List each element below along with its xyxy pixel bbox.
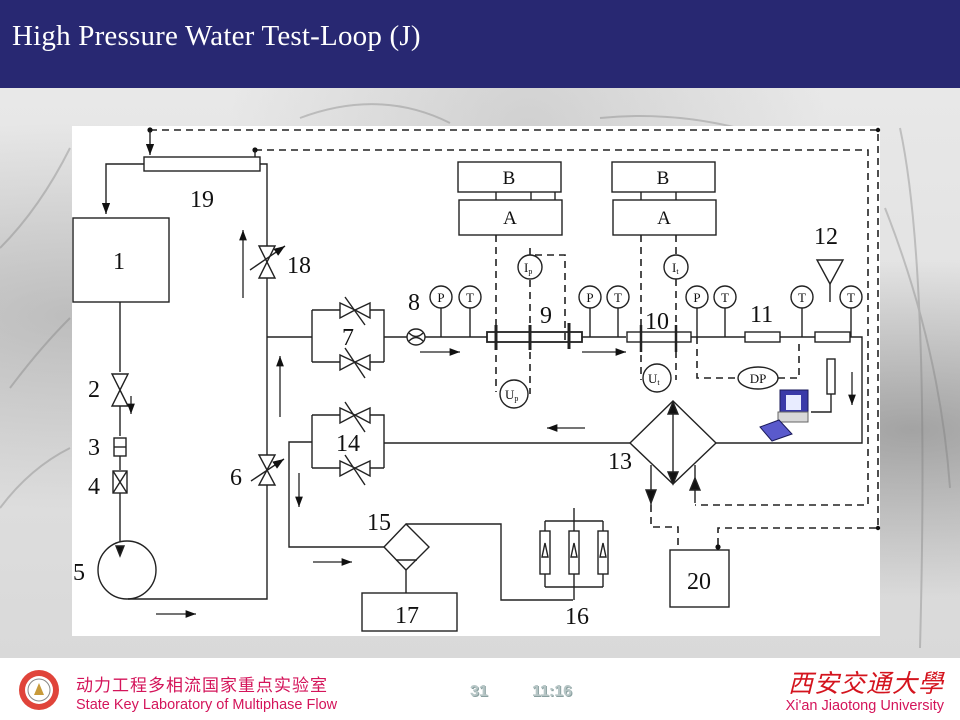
label-2: 2 (88, 377, 100, 403)
component-16-rotameters (539, 508, 609, 600)
component-6-control-valve (250, 454, 285, 486)
component-8-flowmeter (406, 328, 426, 346)
power-box-b-label: B (657, 168, 670, 189)
temperature-label: T (614, 290, 622, 305)
label-10: 10 (645, 309, 669, 335)
label-5: 5 (73, 560, 85, 586)
power-box-a-label: A (657, 208, 671, 229)
component-17-tank (361, 592, 458, 632)
voltage-meter-p (499, 379, 529, 409)
temperature-label: T (847, 290, 855, 305)
current-t-label: It (672, 260, 679, 276)
power-box-a (612, 199, 717, 236)
pressure-label: P (586, 290, 593, 305)
component-1-tank (72, 217, 170, 303)
label-3: 3 (88, 435, 100, 461)
label-20: 20 (687, 569, 711, 595)
dp-label: DP (750, 371, 767, 386)
temperature-label: T (798, 290, 806, 305)
lab-name-chinese: 动力工程多相流国家重点实验室 (76, 676, 328, 696)
temperature-label: T (466, 290, 474, 305)
label-17: 17 (395, 603, 419, 629)
component-13-heat-exchanger (628, 400, 718, 486)
label-13: 13 (608, 449, 632, 475)
power-box-b (611, 161, 716, 193)
pressure-label: P (693, 290, 700, 305)
power-box-b (457, 161, 562, 193)
label-14: 14 (336, 431, 360, 457)
component-2-valve (110, 373, 130, 407)
page-number: 31 (470, 683, 488, 700)
label-15: 15 (367, 510, 391, 536)
component-11-section (744, 331, 781, 343)
label-12: 12 (814, 224, 838, 250)
component-7-valve-group (311, 296, 385, 379)
label-6: 6 (230, 465, 242, 491)
label-9: 9 (540, 303, 552, 329)
label-19: 19 (190, 187, 214, 213)
component-4-filter (112, 470, 128, 494)
slide-footer (0, 658, 960, 720)
component-18-control-valve (249, 245, 286, 279)
label-8: 8 (408, 290, 420, 316)
temperature-label: T (721, 290, 729, 305)
current-p-label: Ip (524, 260, 532, 276)
power-box-a (458, 199, 563, 236)
university-seal-icon (19, 670, 59, 710)
component-12-vent (815, 259, 845, 286)
power-box-a-label: A (503, 208, 517, 229)
label-16: 16 (565, 604, 589, 630)
slide-header: High Pressure Water Test-Loop (J) (0, 0, 960, 88)
component-5-pump (97, 540, 157, 600)
university-name-chinese: 西安交通大學 (787, 669, 944, 698)
voltage-meter-t (642, 363, 672, 393)
power-box-b-label: B (503, 168, 516, 189)
computer-icon (759, 389, 809, 442)
component-20-controller (669, 549, 730, 608)
label-18: 18 (287, 253, 311, 279)
lab-name-english: State Key Laboratory of Multiphase Flow (76, 697, 338, 713)
component-19-header (143, 156, 261, 172)
label-1: 1 (113, 249, 125, 275)
pressure-label: P (437, 290, 444, 305)
voltage-t-label: Ut (648, 371, 660, 387)
label-7: 7 (342, 325, 354, 351)
slide-title: High Pressure Water Test-Loop (J) (12, 20, 421, 52)
voltage-p-label: Up (505, 387, 518, 403)
label-11: 11 (750, 302, 773, 328)
university-name-english: Xi'an Jiaotong University (785, 698, 944, 714)
slide-time: 11:16 (532, 683, 573, 700)
label-4: 4 (88, 474, 100, 500)
